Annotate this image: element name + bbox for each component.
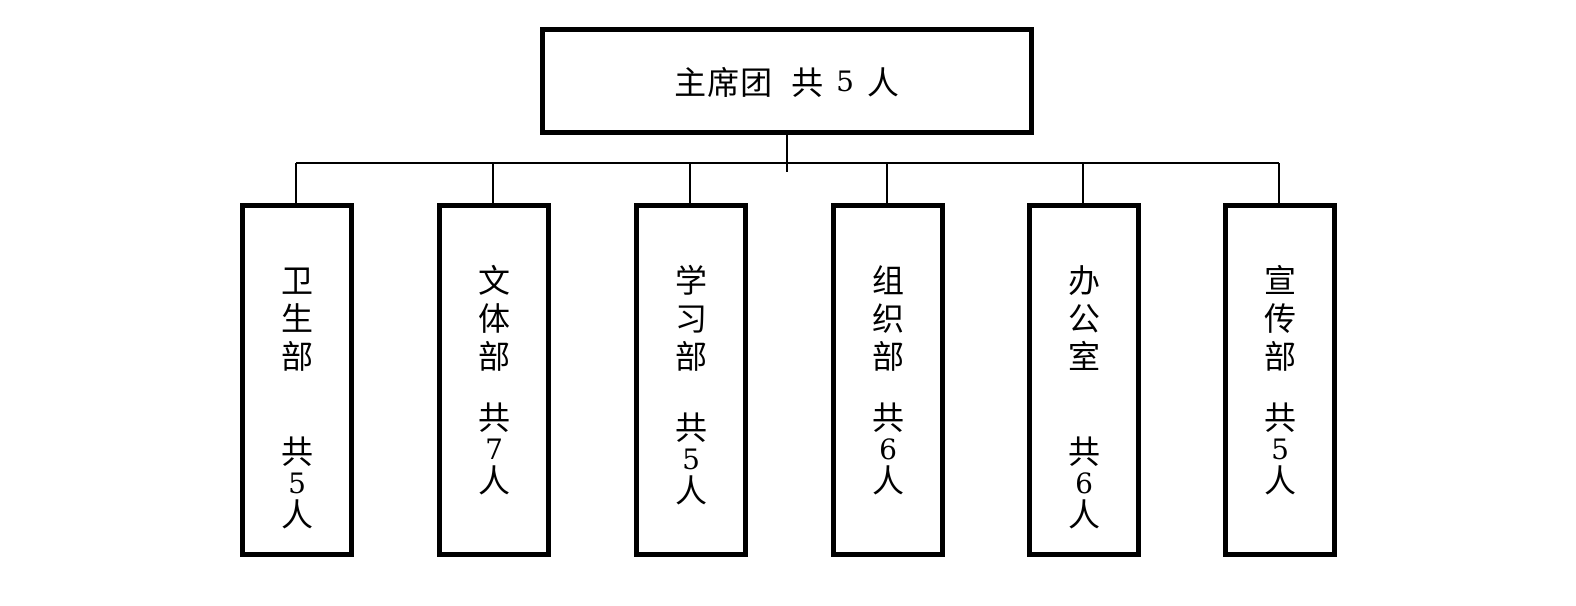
dept-count-value: 5 (1271, 433, 1289, 466)
dept-count-prefix: 共 (1263, 399, 1296, 437)
dept-count-prefix: 共 (674, 409, 707, 447)
presidium-box: 主席团 共 5 人 (540, 27, 1034, 135)
dept-name: 学习部 (674, 262, 707, 376)
dept-box-sports: 文体部 共 7 人 (437, 203, 551, 557)
dept-name: 办公室 (1067, 262, 1100, 376)
dept-count: 共 5 人 (281, 436, 313, 532)
dept-name: 组织部 (871, 262, 904, 376)
dept-count-prefix: 共 (477, 399, 510, 437)
dept-name: 文体部 (477, 262, 510, 376)
dept-box-office: 办公室 共 6 人 (1027, 203, 1141, 557)
presidium-count-prefix: 共 (791, 64, 825, 102)
dept-count-suffix: 人 (1263, 462, 1296, 500)
dept-box-study: 学习部 共 5 人 (634, 203, 748, 557)
dept-box-health: 卫生部 共 5 人 (240, 203, 354, 557)
dept-count-prefix: 共 (1067, 433, 1100, 471)
dept-count: 共 6 人 (872, 402, 904, 498)
dept-count-suffix: 人 (674, 472, 707, 510)
dept-name: 宣传部 (1263, 262, 1296, 376)
dept-name: 卫生部 (280, 262, 313, 376)
dept-count-prefix: 共 (871, 399, 904, 437)
dept-count: 共 7 人 (478, 402, 510, 498)
dept-count-suffix: 人 (1067, 496, 1100, 534)
dept-count-suffix: 人 (871, 462, 904, 500)
dept-count-value: 5 (288, 467, 306, 500)
presidium-name: 主席团 (674, 64, 774, 102)
dept-count-suffix: 人 (280, 496, 313, 534)
dept-count-value: 5 (682, 443, 700, 476)
dept-box-organization: 组织部 共 6 人 (831, 203, 945, 557)
dept-count-suffix: 人 (477, 462, 510, 500)
dept-count: 共 6 人 (1068, 436, 1100, 532)
dept-count: 共 5 人 (1264, 402, 1296, 498)
dept-box-publicity: 宣传部 共 5 人 (1223, 203, 1337, 557)
dept-count-value: 7 (485, 433, 503, 466)
dept-count: 共 5 人 (675, 412, 707, 508)
presidium-count: 5 (836, 64, 855, 98)
dept-count-value: 6 (1075, 467, 1093, 500)
dept-count-value: 6 (879, 433, 897, 466)
dept-count-prefix: 共 (280, 433, 313, 471)
presidium-count-suffix: 人 (866, 64, 900, 102)
